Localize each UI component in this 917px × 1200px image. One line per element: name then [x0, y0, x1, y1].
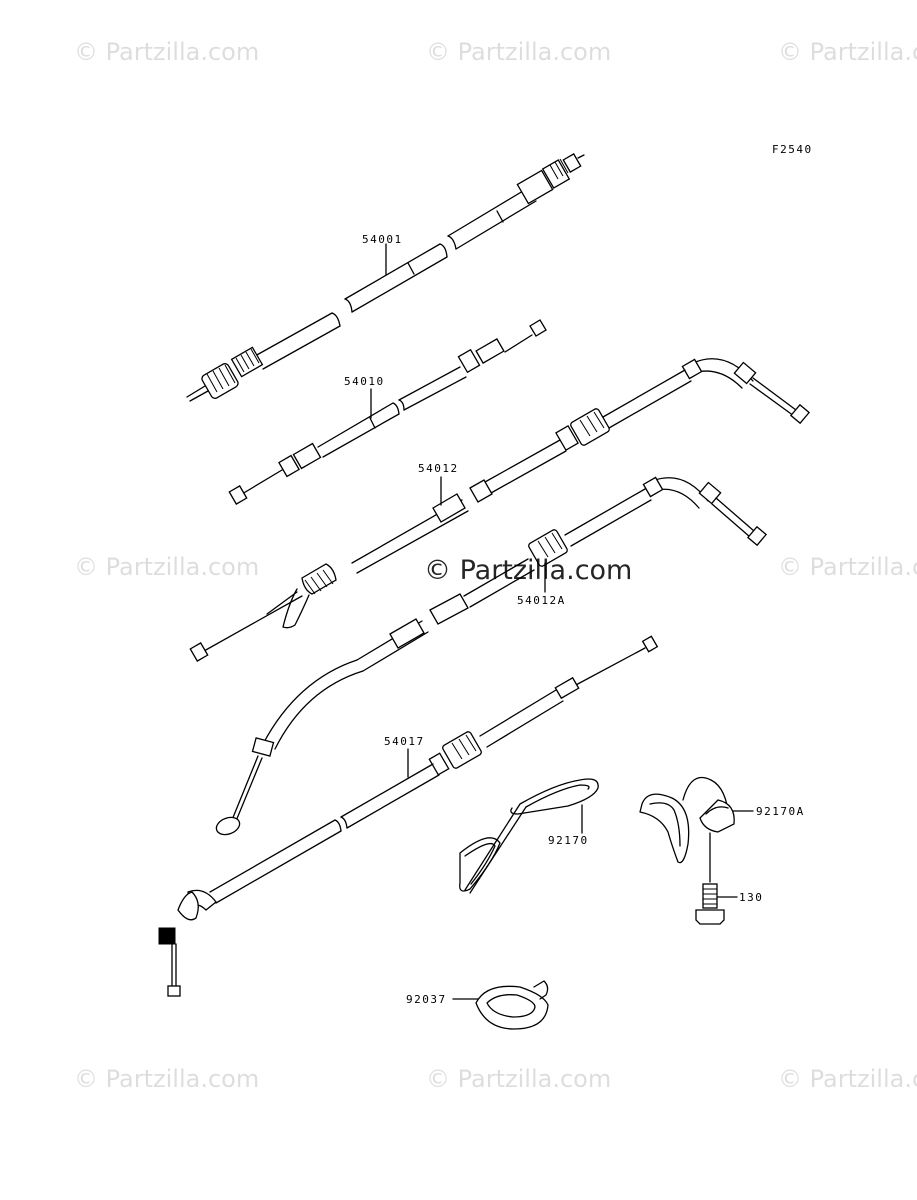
part-callout-130[interactable]: 130: [739, 891, 764, 904]
wire-clamp-92170: [459, 778, 599, 894]
throttle-cable-54012: [189, 358, 811, 662]
part-callout-92170A[interactable]: 92170A: [756, 805, 805, 818]
watermark: © Partzilla.com: [778, 38, 917, 66]
bolt-130: [695, 832, 725, 925]
watermark: © Partzilla.com: [74, 1065, 260, 1093]
watermark: © Partzilla.com: [74, 38, 260, 66]
part-callout-54012[interactable]: 54012: [418, 462, 459, 475]
watermark: © Partzilla.com: [778, 1065, 917, 1093]
watermark: © Partzilla.com: [778, 553, 917, 581]
diagram-code: F2540: [772, 143, 813, 156]
center-watermark: © Partzilla.com: [424, 555, 633, 586]
part-callout-54001[interactable]: 54001: [362, 233, 403, 246]
part-callout-54010[interactable]: 54010: [344, 375, 385, 388]
throttle-cable-54012A: [215, 476, 768, 836]
part-callout-92170[interactable]: 92170: [548, 834, 589, 847]
part-callout-54012A[interactable]: 54012A: [517, 594, 566, 607]
watermark: © Partzilla.com: [74, 553, 260, 581]
cable-54017: [158, 635, 659, 997]
cable-54010: [228, 319, 547, 505]
part-callout-92037[interactable]: 92037: [406, 993, 447, 1006]
watermark: © Partzilla.com: [426, 1065, 612, 1093]
watermark: © Partzilla.com: [426, 38, 612, 66]
grommet-92037: [475, 980, 549, 1030]
wire-clamp-92170A: [639, 776, 735, 864]
speedometer-cable: [186, 153, 585, 402]
part-callout-54017[interactable]: 54017: [384, 735, 425, 748]
